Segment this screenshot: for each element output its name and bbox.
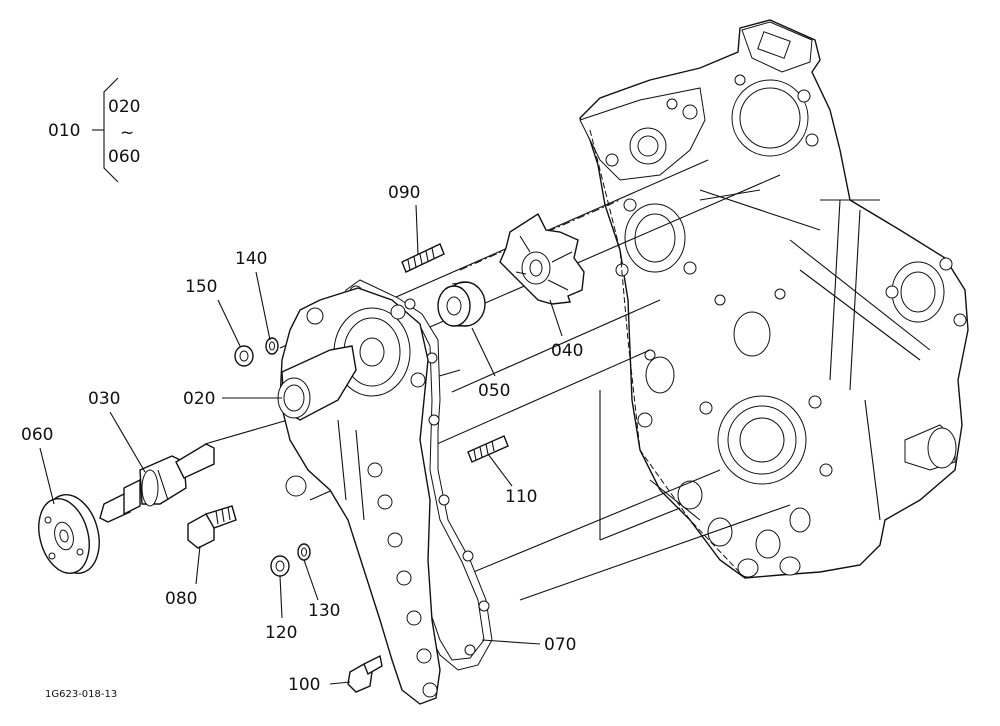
callout-060-range-end: 060 — [108, 147, 140, 167]
callout-030: 030 — [88, 389, 120, 409]
impeller-040 — [499, 212, 585, 305]
callout-100: 100 — [288, 675, 320, 695]
callout-130: 130 — [308, 601, 340, 621]
callout-040: 040 — [551, 341, 583, 361]
callout-110: 110 — [505, 487, 537, 507]
spring-washer-140 — [265, 337, 279, 355]
gear-case — [579, 19, 969, 579]
callout-060: 060 — [21, 425, 53, 445]
flange-bolt-100 — [347, 654, 383, 693]
callout-140: 140 — [235, 249, 267, 269]
stud-bolt-110 — [467, 435, 509, 463]
callout-020: 020 — [183, 389, 215, 409]
callout-010: 010 — [48, 121, 80, 141]
nut-120 — [270, 555, 290, 577]
assembly-group-bracket — [92, 77, 119, 183]
nut-150 — [234, 345, 254, 367]
callout-labels: 010 020 ~ 060 090 140 150 020 030 060 05… — [21, 97, 583, 700]
pulley-flange-060 — [38, 494, 100, 574]
plug-bolt-080 — [187, 505, 237, 549]
callout-070: 070 — [544, 635, 576, 655]
callout-range-separator: ~ — [120, 123, 134, 143]
figure-code: 1G623-018-13 — [45, 689, 117, 700]
leader-lines — [39, 204, 563, 685]
stud-bolt-090 — [401, 243, 445, 273]
mechanical-seal-050 — [437, 281, 486, 327]
spring-washer-130 — [297, 543, 311, 561]
shaft-bearing-030 — [99, 443, 215, 523]
callout-090: 090 — [388, 183, 420, 203]
callout-150: 150 — [185, 277, 217, 297]
callout-120: 120 — [265, 623, 297, 643]
callout-020-range-start: 020 — [108, 97, 140, 117]
water-pump-body-020 — [277, 287, 441, 705]
callout-050: 050 — [478, 381, 510, 401]
callout-080: 080 — [165, 589, 197, 609]
